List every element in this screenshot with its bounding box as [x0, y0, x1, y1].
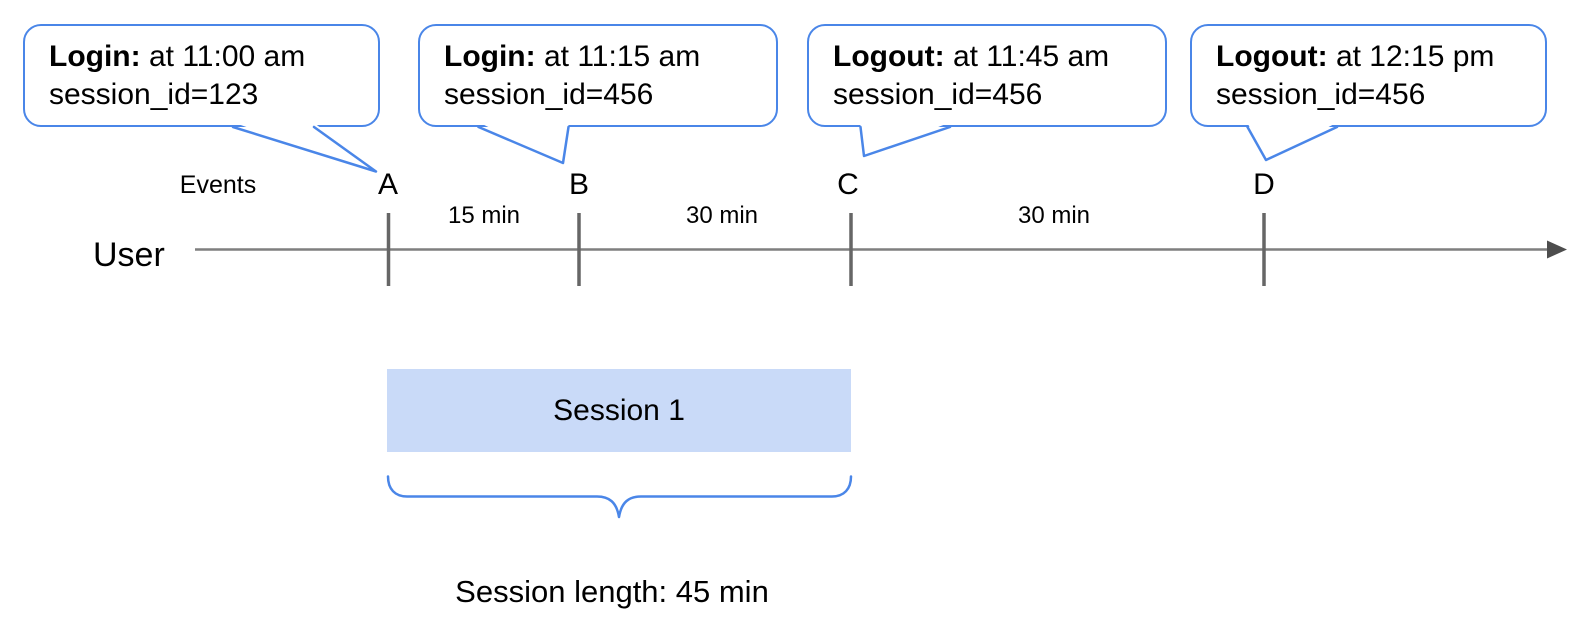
timeline-arrowhead-icon	[1547, 240, 1567, 259]
callout-event-line: Login: at 11:00 am	[49, 38, 378, 76]
callout-d-tail-edge	[1246, 125, 1339, 162]
event-time-text: at 12:15 pm	[1335, 40, 1495, 73]
callout-a-tail-edge	[231, 125, 378, 173]
event-type-label: Login:	[444, 40, 536, 73]
user-actor-label: User	[93, 236, 165, 274]
callout-event-line: Login: at 11:15 am	[444, 38, 776, 76]
callout-event-b: Login: at 11:15 am session_id=456	[418, 24, 778, 127]
event-type-label: Login:	[49, 40, 141, 73]
event-time-text: at 11:15 am	[543, 40, 701, 73]
marker-b-label: B	[568, 168, 590, 201]
marker-a-label: A	[377, 168, 399, 201]
session-1-bar: Session 1	[387, 369, 851, 452]
callout-b-tail-edge	[477, 125, 570, 165]
event-time-text: at 11:00 am	[148, 40, 306, 73]
callout-event-a: Login: at 11:00 am session_id=123	[23, 24, 380, 127]
marker-d-label: D	[1253, 168, 1275, 201]
callout-session-id: session_id=456	[833, 78, 1043, 111]
callout-c-tail-edge	[859, 125, 952, 158]
callout-session-id: session_id=456	[444, 78, 654, 111]
callout-session-id: session_id=456	[1216, 78, 1426, 111]
callout-d-tail	[1247, 122, 1338, 160]
marker-c-label: C	[837, 168, 859, 201]
events-axis-label: Events	[179, 171, 257, 199]
callout-session-id: session_id=123	[49, 78, 259, 111]
callout-b-tail	[478, 122, 569, 163]
event-type-label: Logout:	[1216, 40, 1328, 73]
interval-b-c-label: 30 min	[685, 202, 759, 229]
callout-event-c: Logout: at 11:45 am session_id=456	[807, 24, 1167, 127]
interval-c-d-label: 30 min	[1017, 202, 1091, 229]
callout-c-tail	[860, 122, 951, 156]
interval-a-b-label: 15 min	[447, 202, 521, 229]
session-1-label: Session 1	[553, 393, 685, 427]
event-type-label: Logout:	[833, 40, 945, 73]
callout-event-line: Logout: at 11:45 am	[833, 38, 1165, 76]
callout-a-tail	[232, 122, 377, 172]
callout-event-line: Logout: at 12:15 pm	[1216, 38, 1545, 76]
event-time-text: at 11:45 am	[952, 40, 1110, 73]
session-length-brace	[386, 475, 853, 519]
session-length-caption: Session length: 45 min	[455, 574, 769, 609]
callout-event-d: Logout: at 12:15 pm session_id=456	[1190, 24, 1547, 127]
